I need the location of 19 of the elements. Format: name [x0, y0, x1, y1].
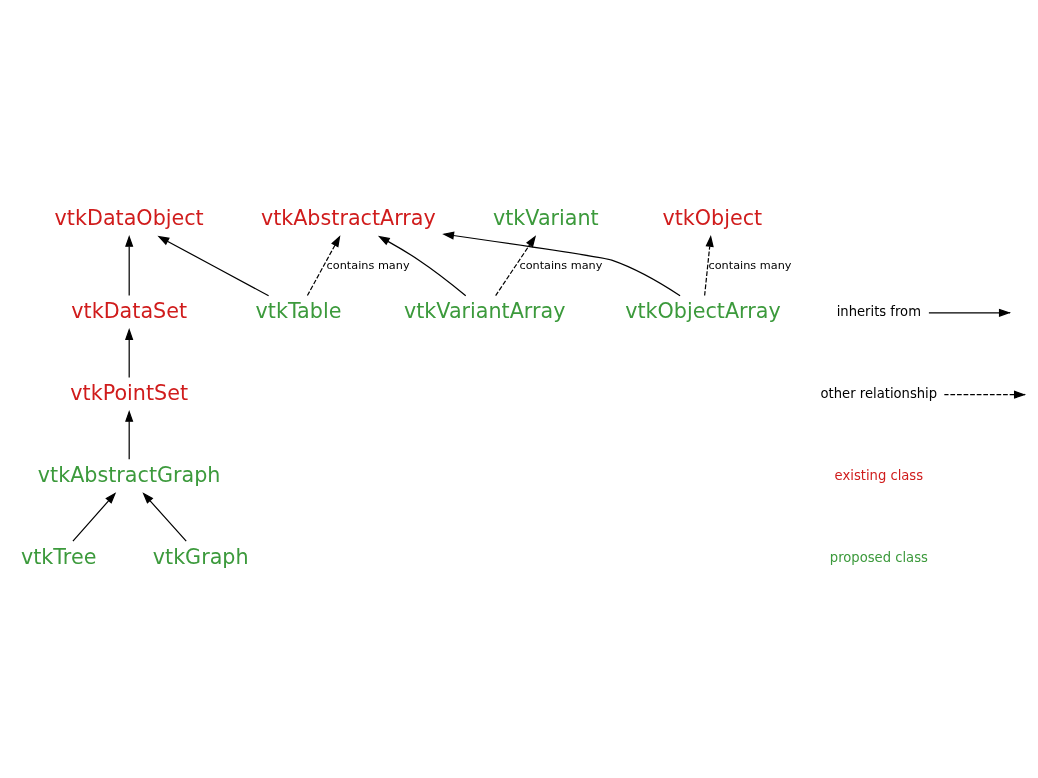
edge-label: contains many [519, 259, 603, 273]
node-text: vtkObject [662, 205, 763, 230]
legend-label: existing class [834, 467, 924, 483]
node-text: vtkObjectArray [625, 299, 781, 324]
node-text: vtkPointSet [70, 380, 189, 405]
node-text: vtkDataSet [71, 299, 188, 324]
edge-label: contains many [708, 259, 792, 273]
edge-label: contains many [326, 259, 410, 273]
node-text: vtkVariantArray [404, 299, 566, 324]
legend-label: proposed class [829, 549, 928, 565]
node-text: vtkDataObject [54, 205, 204, 230]
node-text: vtkTable [255, 299, 342, 324]
node-text: vtkGraph [152, 544, 249, 569]
node-text: vtkVariant [493, 205, 599, 230]
node-text: vtkAbstractGraph [37, 462, 221, 487]
legend-label: other relationship [820, 386, 938, 402]
node-text: vtkAbstractArray [260, 205, 436, 230]
node-text: vtkTree [20, 544, 97, 569]
legend-label: inherits from [836, 304, 921, 320]
